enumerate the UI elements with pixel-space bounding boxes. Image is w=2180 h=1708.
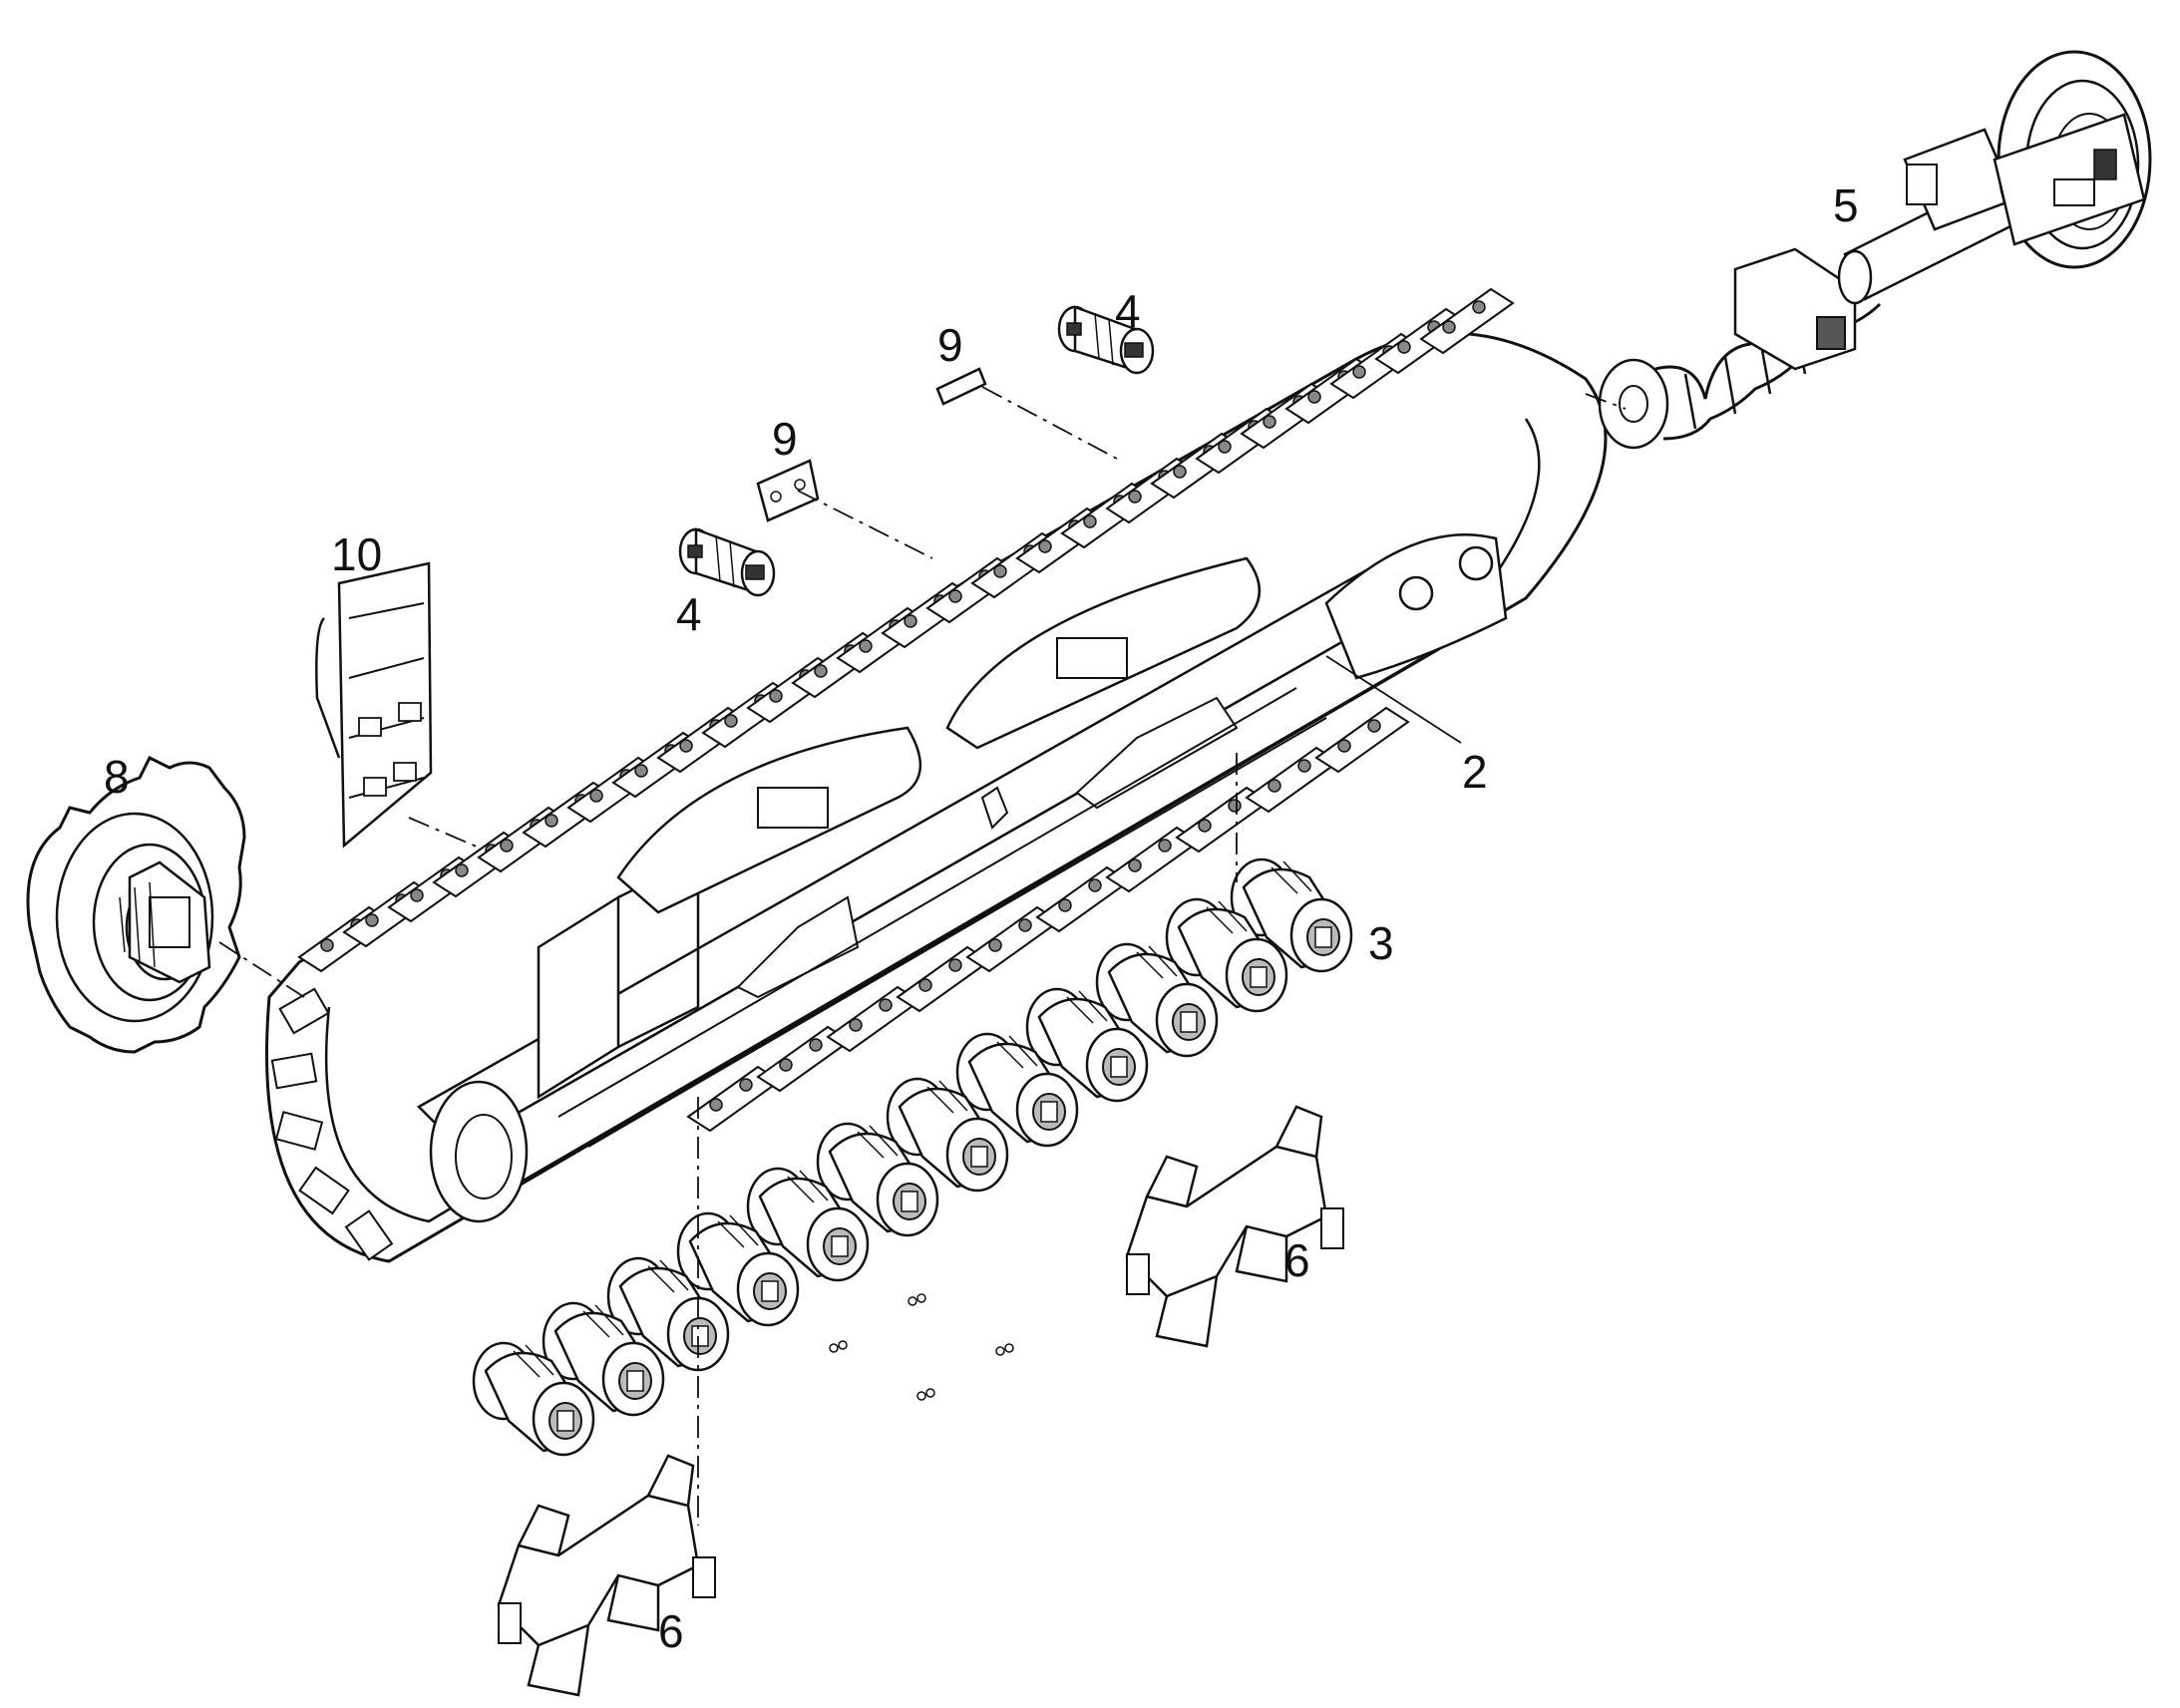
callout-4-top: 4 xyxy=(1115,285,1141,337)
callout-8: 8 xyxy=(104,751,130,803)
callout-2: 2 xyxy=(1462,746,1488,798)
callout-3: 3 xyxy=(1368,917,1394,969)
callout-9-mid: 9 xyxy=(772,413,798,465)
idler-tensioner-assembly xyxy=(1600,52,2150,448)
track-frame xyxy=(267,333,1607,1261)
callout-6-right: 6 xyxy=(1284,1234,1310,1286)
fasteners xyxy=(829,1293,1014,1401)
pin-plate xyxy=(758,369,985,520)
track-guide-plate xyxy=(316,563,431,846)
drive-sprocket xyxy=(28,758,244,1052)
callout-9-top: 9 xyxy=(937,319,963,371)
callout-5: 5 xyxy=(1833,179,1859,231)
callout-6-bottom: 6 xyxy=(658,1605,684,1657)
leader-lines xyxy=(218,386,1627,1526)
callout-10: 10 xyxy=(331,528,382,580)
callouts: 2 3 4 4 5 6 6 8 9 9 10 xyxy=(104,179,1859,1657)
rear-track-shoes xyxy=(270,987,394,1261)
callout-4-left: 4 xyxy=(676,588,702,640)
